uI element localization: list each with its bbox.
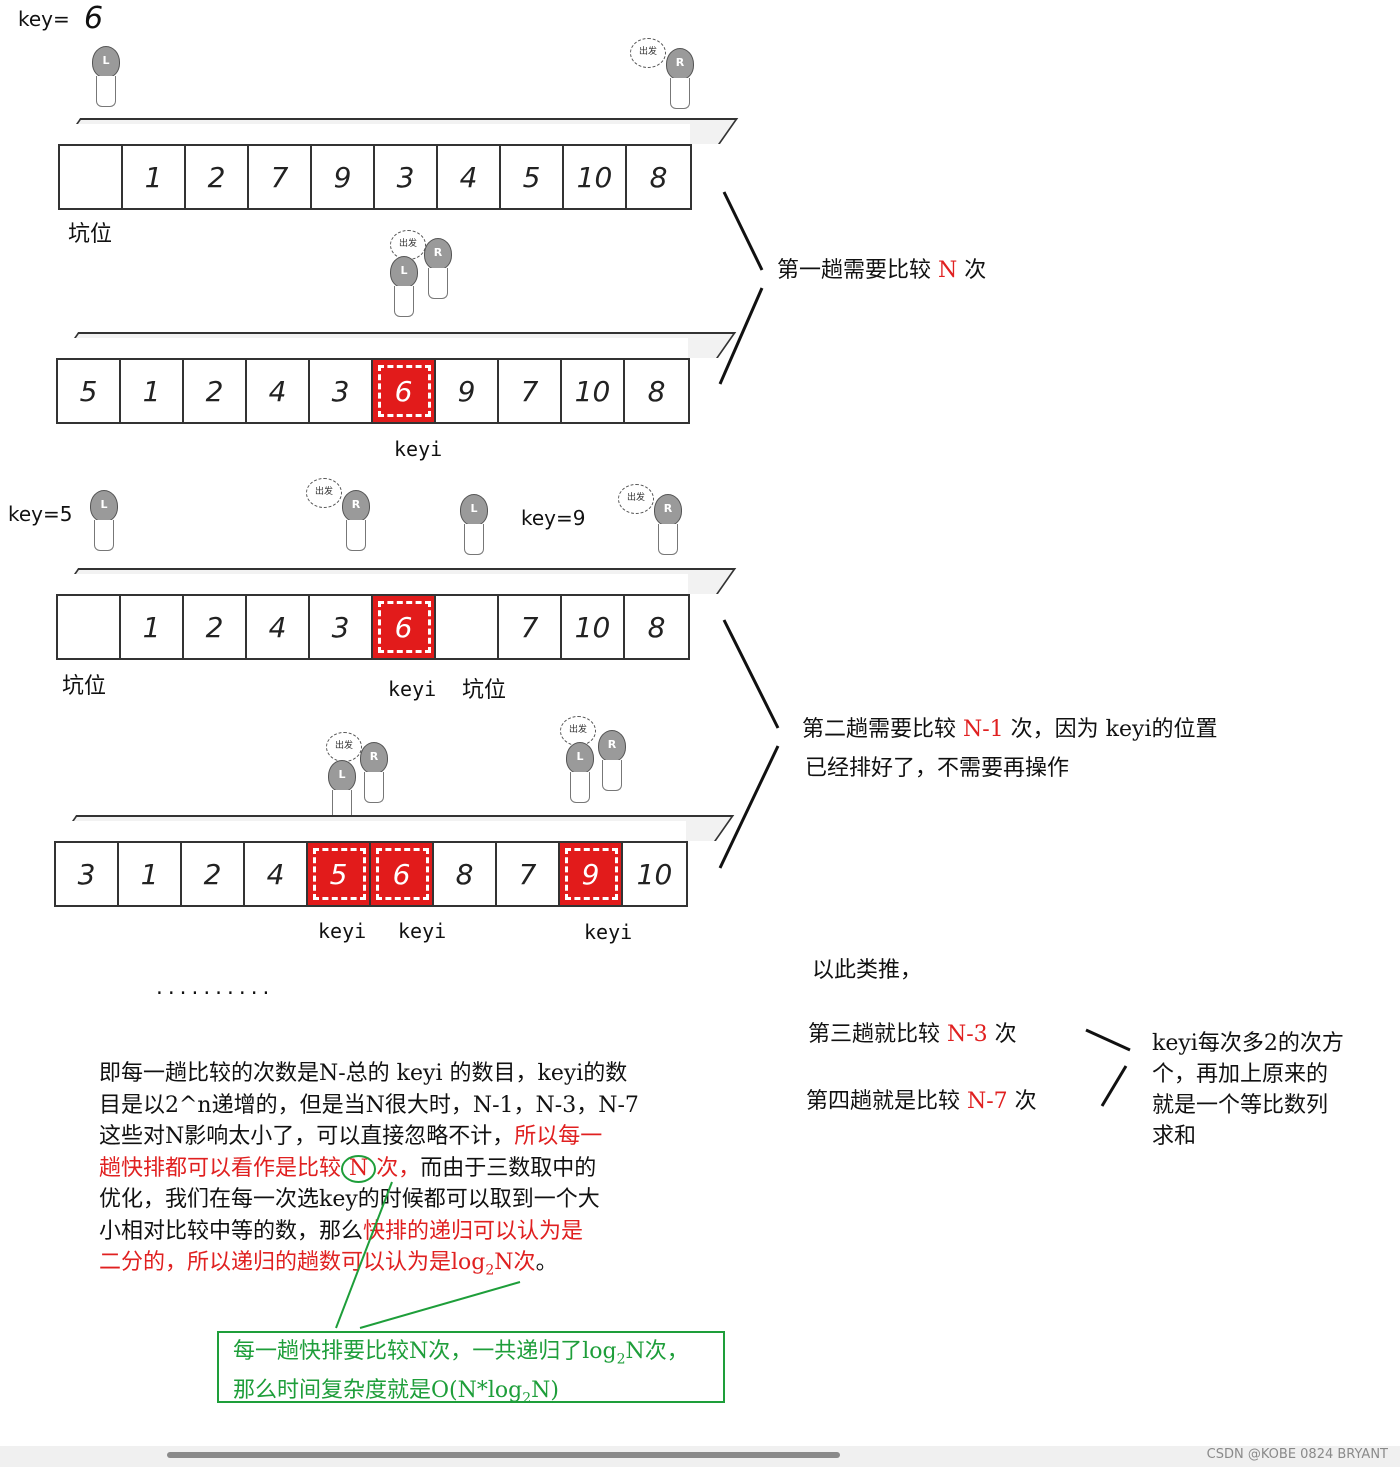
array-cell: 2 — [186, 146, 249, 208]
array-cell: 9 — [436, 360, 499, 422]
array-cell: 10 — [562, 360, 625, 422]
array-cell: 5 — [308, 843, 371, 905]
third-pass-text: 第三趟就比较 N-3 次 — [808, 1022, 1017, 1047]
left-pointer-character: L — [324, 760, 358, 822]
right-pointer-character: R — [650, 494, 684, 556]
keyi-label-row4-b: keyi — [398, 919, 447, 943]
pit-label-row3-mid: 坑位 — [462, 678, 507, 703]
array-cell — [58, 596, 121, 658]
array-cell: 8 — [647, 610, 666, 644]
scrollbar-thumb[interactable] — [167, 1452, 840, 1458]
first-pass-text: 第一趟需要比较 N 次 — [777, 258, 987, 283]
key-label-row3-mid: key=9 — [521, 506, 586, 530]
explanation-paragraph: 即每一趟比较的次数是N-总的 keyi 的数目，keyi的数 目是以2^n递增的… — [99, 1061, 639, 1279]
left-pointer-character: L — [86, 490, 120, 552]
array-cell: 1 — [121, 360, 184, 422]
array-cell: 2 — [182, 843, 245, 905]
key-label-row3-left: key=5 — [8, 502, 73, 526]
speech-bubble: 出发 — [618, 484, 654, 514]
array-cell: 6 — [371, 843, 434, 905]
array-cell: 6 — [373, 596, 436, 658]
array-cell: 4 — [245, 843, 308, 905]
speech-bubble: 出发 — [630, 38, 666, 68]
keyi-label-row2: keyi — [394, 437, 443, 461]
right-pointer-character: R — [420, 238, 454, 300]
array-cell: 4 — [247, 360, 310, 422]
array-cell — [436, 596, 499, 658]
array-cell: 10 — [564, 146, 627, 208]
array-top-row3 — [60, 568, 737, 594]
pit-label-row1: 坑位 — [68, 222, 113, 247]
array-cell: 3 — [310, 596, 373, 658]
keyi-label-row4-c: keyi — [584, 920, 633, 944]
second-pass-text-line2: 已经排好了，不需要再操作 — [805, 756, 1070, 781]
array-cell: 10 — [562, 596, 625, 658]
array-cell: 3 — [56, 843, 119, 905]
fourth-pass-text: 第四趟就是比较 N-7 次 — [806, 1089, 1037, 1114]
bracket-first-pass — [718, 191, 764, 385]
pit-label-row3-left: 坑位 — [62, 674, 107, 699]
array-cell: 4 — [438, 146, 501, 208]
speech-bubble: 出发 — [326, 732, 362, 762]
array-cell: 10 — [636, 857, 673, 891]
array-cell: 5 — [501, 146, 564, 208]
array-top-row4 — [58, 815, 735, 841]
array-cell: 3 — [375, 146, 438, 208]
array-cell: 1 — [119, 843, 182, 905]
circled-n: N — [341, 1154, 377, 1183]
array-cell: 3 — [310, 360, 373, 422]
bracket-second-pass — [718, 619, 780, 869]
array-cell: 8 — [434, 843, 497, 905]
array-cell: 8 — [647, 374, 666, 408]
array-cell: 9 — [560, 843, 623, 905]
second-pass-text: 第二趟需要比较 N-1 次，因为 keyi的位置 — [802, 717, 1218, 742]
right-pointer-character: R — [338, 490, 372, 552]
array-cell — [60, 146, 123, 208]
array-cell: 4 — [247, 596, 310, 658]
key-value-row1: 6 — [84, 1, 104, 36]
array-cell: 1 — [121, 596, 184, 658]
right-pointer-character: R — [356, 742, 390, 804]
ellipsis: .......... — [154, 978, 273, 999]
array-cell: 2 — [184, 596, 247, 658]
array-cell: 2 — [184, 360, 247, 422]
array-cell: 9 — [312, 146, 375, 208]
watermark: CSDN @KOBE 0824 BRYANT — [1206, 1447, 1388, 1462]
speech-bubble: 出发 — [560, 716, 596, 746]
so-on-text: 以此类推， — [812, 958, 923, 983]
left-pointer-character: L — [456, 494, 490, 556]
array-cell: 8 — [649, 160, 668, 194]
left-pointer-character: L — [562, 742, 596, 804]
speech-bubble: 出发 — [306, 478, 342, 508]
array-cell: 5 — [58, 360, 121, 422]
green-connector — [335, 1181, 521, 1329]
left-pointer-character: L — [88, 46, 122, 108]
key-label-row1: key= — [18, 7, 70, 31]
array-cell: 7 — [249, 146, 312, 208]
array-cell: 6 — [373, 360, 436, 422]
keyi-label-row4-a: keyi — [318, 919, 367, 943]
array-cell: 1 — [123, 146, 186, 208]
keyi-label-row3: keyi — [388, 677, 437, 701]
array-top-row2 — [60, 332, 737, 358]
array-top-row1 — [62, 118, 739, 144]
conclusion-box: 每一趟快排要比较N次，一共递归了log2N次， 那么时间复杂度就是O(N*log… — [217, 1331, 725, 1407]
bracket-geometric-series — [1085, 1028, 1131, 1107]
geometric-series-note: keyi每次多2的次方 个，再加上原来的 就是一个等比数列 求和 — [1152, 1031, 1344, 1149]
right-pointer-character: R — [662, 48, 696, 110]
array-cell: 7 — [497, 843, 560, 905]
array-cell: 7 — [499, 360, 562, 422]
left-pointer-character: L — [386, 256, 420, 318]
array-cell: 7 — [499, 596, 562, 658]
right-pointer-character: R — [594, 730, 628, 792]
